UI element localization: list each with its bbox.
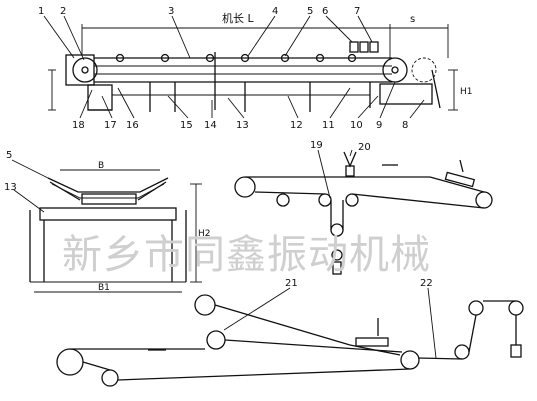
callout-9: 9	[376, 120, 382, 131]
belt-layout-a: 19 20	[234, 140, 493, 275]
callout-5: 5	[307, 6, 313, 17]
h2-dimension-label: H2	[198, 229, 211, 239]
side-view: 机长 L s	[38, 6, 473, 131]
callout-11: 11	[322, 120, 335, 131]
callout-7: 7	[354, 6, 360, 17]
b1-dimension-label: B1	[98, 283, 110, 293]
callout-20: 20	[358, 142, 371, 153]
company-watermark: 新乡市同鑫振动机械	[62, 232, 431, 278]
callout-21: 21	[285, 278, 298, 289]
s-dimension-label: s	[410, 14, 415, 25]
callout-12: 12	[290, 120, 303, 131]
b-dimension-label: B	[98, 161, 104, 171]
callout-19: 19	[310, 140, 323, 151]
callout-1: 1	[38, 6, 44, 17]
callout-13: 13	[236, 120, 249, 131]
side-view-leaders	[43, 15, 425, 119]
belt-layout-b: 21 22	[56, 278, 524, 387]
cross-section-view: B H2 B1 5 13	[4, 150, 211, 293]
callout-17: 17	[104, 120, 117, 131]
callout-13-section: 13	[4, 182, 17, 193]
callout-8: 8	[402, 120, 408, 131]
length-dimension-label: 机长 L	[222, 11, 254, 25]
upper-idlers	[115, 53, 357, 63]
callout-2: 2	[60, 6, 66, 17]
callout-5-section: 5	[6, 150, 12, 161]
h1-dimension-label: H1	[460, 87, 473, 97]
callout-15: 15	[180, 120, 193, 131]
callout-18: 18	[72, 120, 85, 131]
callout-10: 10	[350, 120, 363, 131]
callout-3: 3	[168, 6, 174, 17]
callout-16: 16	[126, 120, 139, 131]
callout-22: 22	[420, 278, 433, 289]
callout-4: 4	[272, 6, 278, 17]
callout-14: 14	[204, 120, 217, 131]
callout-6: 6	[322, 6, 328, 17]
